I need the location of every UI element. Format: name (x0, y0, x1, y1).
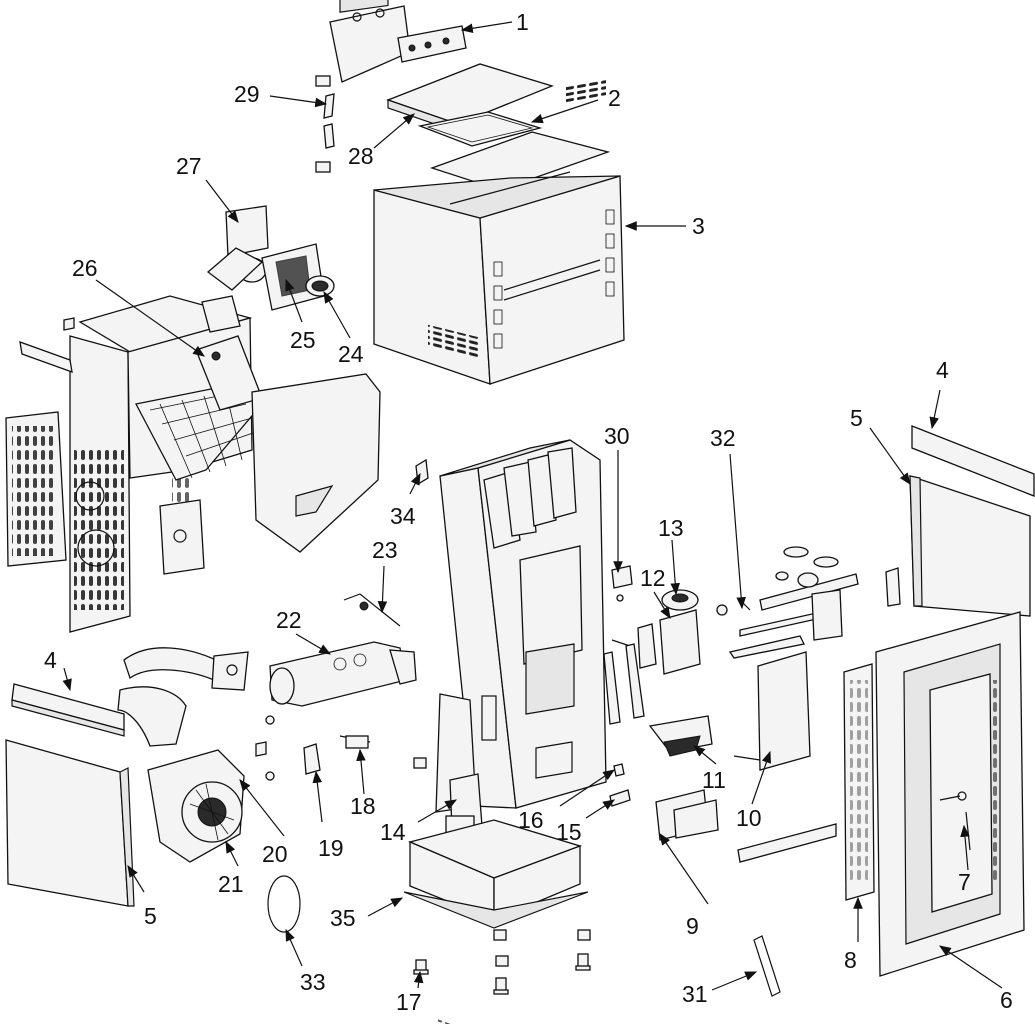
callout-24: 24 (338, 341, 364, 367)
side-grille-part (5, 411, 67, 567)
callout-12: 12 (640, 565, 666, 591)
base-part (403, 819, 589, 1024)
bracket-rail-part (716, 546, 859, 659)
callout-3: 3 (692, 213, 705, 239)
callout-6: 6 (1000, 987, 1013, 1013)
callout-18: 18 (350, 793, 376, 819)
callout-25: 25 (290, 327, 316, 353)
callout-20: 20 (262, 841, 288, 867)
control-panel-part (329, 0, 467, 83)
auger-motor-part (648, 715, 713, 757)
callout-31: 31 (682, 981, 708, 1007)
callout-35: 35 (330, 905, 356, 931)
callout-5-right: 5 (850, 405, 863, 431)
callout-11: 11 (702, 767, 726, 793)
callout-29: 29 (234, 81, 260, 107)
handle-part (753, 935, 781, 997)
callout-10: 10 (736, 805, 762, 831)
callout-22: 22 (276, 607, 302, 633)
callout-8: 8 (844, 947, 857, 973)
upper-housing-part (373, 79, 625, 385)
callout-21: 21 (218, 871, 244, 897)
callout-labels: 1 2 3 29 28 27 26 25 24 4 5 30 32 34 13 … (44, 9, 1013, 1015)
callout-34: 34 (390, 503, 416, 529)
door-part (875, 611, 1025, 977)
heating-element-part (269, 641, 417, 707)
left-trim-part (11, 683, 125, 737)
callout-17: 17 (396, 989, 422, 1015)
wire-connector-part (255, 715, 371, 781)
callout-19: 19 (318, 835, 344, 861)
clip-part (315, 75, 335, 173)
callout-23: 23 (372, 537, 398, 563)
flue-outlet-part (206, 205, 335, 311)
callout-13: 13 (658, 515, 684, 541)
sensor-part (611, 565, 633, 602)
callout-9: 9 (686, 913, 699, 939)
bottom-rail-part (737, 823, 837, 863)
callout-4-right: 4 (936, 357, 949, 383)
right-trim-part (911, 425, 1035, 497)
callout-28: 28 (348, 143, 374, 169)
callout-2: 2 (608, 85, 621, 111)
hopper-panel-part (251, 373, 381, 553)
exhaust-pipe-part (117, 647, 249, 747)
left-side-panel-part (5, 739, 135, 907)
rear-plate-part (733, 651, 811, 771)
callout-15: 15 (556, 819, 582, 845)
gasket-ring-part (267, 875, 301, 933)
door-gasket-part (843, 663, 875, 901)
callout-32: 32 (710, 425, 736, 451)
grid-frame-part (135, 385, 264, 481)
callout-5-left: 5 (144, 903, 157, 929)
callout-16: 16 (518, 807, 544, 833)
callout-33: 33 (300, 969, 326, 995)
igniter-part (603, 643, 645, 725)
motor-bracket-part (195, 295, 263, 411)
callout-30: 30 (604, 423, 630, 449)
combustion-blower-part (147, 749, 245, 863)
callout-7: 7 (958, 869, 971, 895)
callout-14: 14 (380, 819, 406, 845)
callout-27: 27 (176, 153, 202, 179)
callout-1: 1 (516, 9, 529, 35)
main-body-part (435, 439, 607, 813)
pressure-switch-part (661, 589, 699, 611)
gasket-plate-part (655, 789, 719, 841)
top-cover-part (386, 63, 611, 191)
control-board-part (611, 609, 701, 675)
leader-lines (62, 21, 1003, 991)
callout-4-left: 4 (44, 647, 57, 673)
callout-26: 26 (72, 255, 98, 281)
right-side-frame-part (885, 475, 1031, 617)
